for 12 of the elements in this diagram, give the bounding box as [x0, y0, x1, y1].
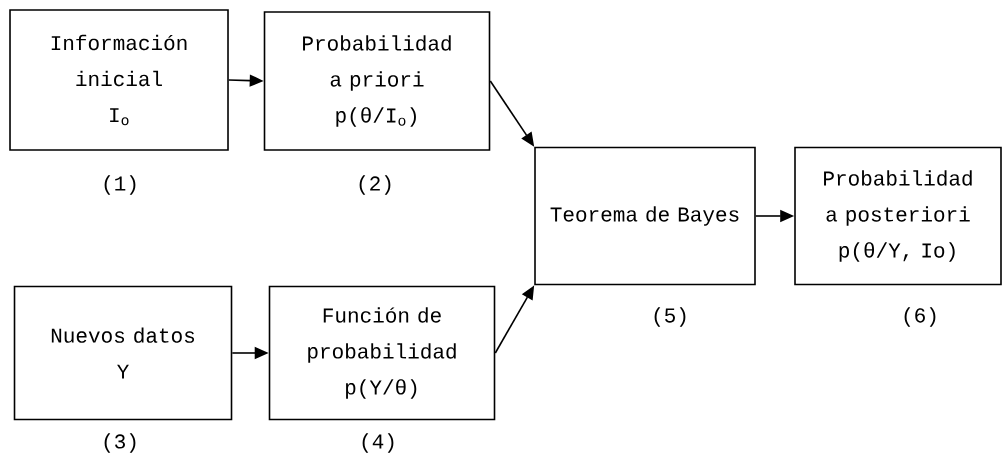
process-box: Nuevos datos Y [13, 285, 233, 421]
caption-number: (6) [904, 307, 936, 327]
process-box: Función de probabilidad p(Y/θ) [268, 285, 496, 421]
process-box: Probabilidad a posteriori p(θ/Y, Io) [794, 146, 1002, 286]
caption-number: (4) [362, 433, 394, 453]
process-box: Probabilidad a priori p(θ/I$_{o}$) [263, 11, 491, 151]
caption-number: (5) [654, 307, 686, 327]
caption-number: (3) [104, 433, 136, 453]
caption-number: (1) [104, 175, 136, 195]
caption-number: (2) [359, 175, 391, 195]
process-box: Información inicial I$_{o}$ [9, 9, 229, 151]
process-box: Teorema de Bayes [534, 146, 756, 286]
